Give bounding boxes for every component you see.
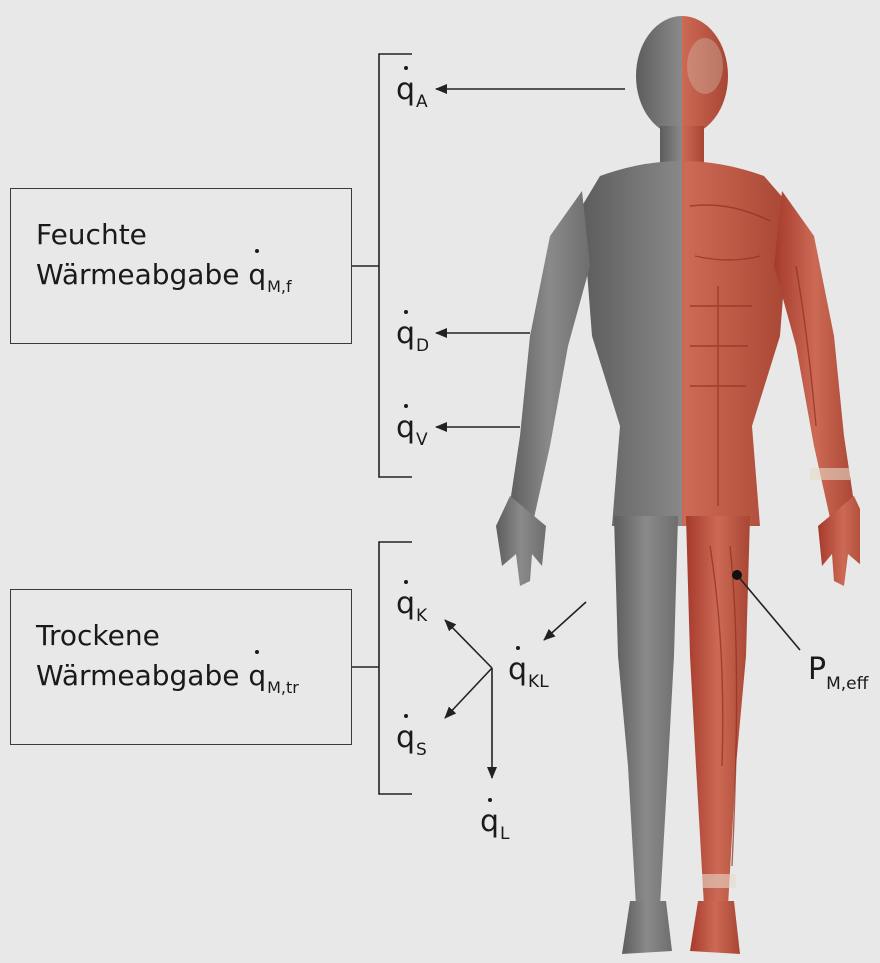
arrow-qKL bbox=[544, 602, 586, 640]
arrow-qS bbox=[445, 668, 492, 718]
label-qA: qA bbox=[396, 74, 428, 118]
box-feucht-sub: M,f bbox=[267, 277, 292, 296]
label-qK: qK bbox=[396, 588, 427, 632]
box-feucht-prefix: Wärmeabgabe bbox=[36, 258, 248, 291]
pointer-peff bbox=[737, 575, 800, 650]
box-trocken-line2: Wärmeabgabe qM,tr bbox=[36, 656, 351, 708]
arrow-qK bbox=[445, 620, 492, 668]
box-feucht-line1: Feuchte bbox=[36, 215, 351, 255]
label-p-m-eff: PM,eff bbox=[808, 652, 868, 694]
label-qV: qV bbox=[396, 412, 428, 456]
label-qD: qD bbox=[396, 318, 429, 362]
box-trocken-symbol: q bbox=[248, 656, 266, 696]
box-feucht-line2: Wärmeabgabe qM,f bbox=[36, 255, 351, 307]
box-trocken-sub: M,tr bbox=[267, 678, 299, 697]
label-qS: qS bbox=[396, 722, 427, 766]
box-trocken-line1: Trockene bbox=[36, 616, 351, 656]
peff-dot bbox=[732, 570, 742, 580]
box-trockene-waermeabgabe: Trockene Wärmeabgabe qM,tr bbox=[10, 589, 352, 745]
label-qL: qL bbox=[480, 806, 510, 850]
box-feucht-symbol: q bbox=[248, 255, 266, 295]
box-feuchte-waermeabgabe: Feuchte Wärmeabgabe qM,f bbox=[10, 188, 352, 344]
box-trocken-prefix: Wärmeabgabe bbox=[36, 659, 248, 692]
label-qKL: qKL bbox=[508, 654, 549, 698]
